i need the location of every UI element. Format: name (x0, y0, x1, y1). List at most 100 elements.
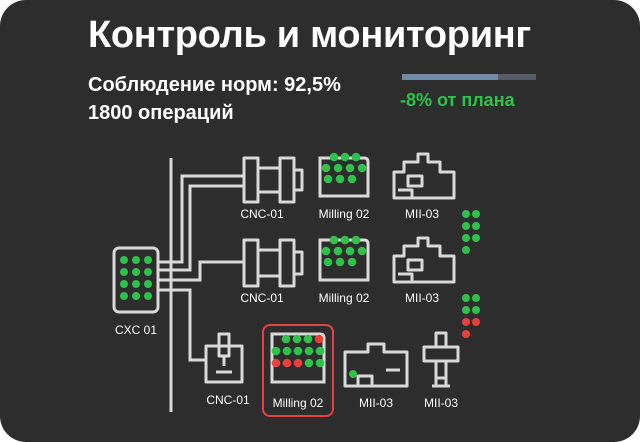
status-dot (120, 280, 128, 288)
machine-milling02-row2[interactable]: Milling 02 (318, 235, 370, 305)
status-dot (315, 358, 325, 368)
status-dot (472, 234, 480, 242)
link-row2 (158, 260, 244, 282)
status-dot (462, 246, 470, 254)
status-dot (321, 163, 331, 173)
status-dot (304, 358, 314, 368)
status-dot (472, 222, 480, 230)
milling-indicators (321, 235, 367, 267)
press-machine-icon (392, 152, 456, 200)
milling-indicators (271, 334, 325, 368)
machine-label: Milling 02 (319, 291, 370, 305)
machine-label: MII-03 (359, 396, 393, 410)
status-dot (333, 163, 343, 173)
status-dot (472, 294, 480, 302)
status-dot (329, 152, 339, 162)
lathe-icon (242, 238, 304, 288)
status-dot (132, 292, 140, 300)
status-dot (271, 346, 281, 356)
status-dot (335, 257, 345, 267)
status-dot (345, 246, 355, 256)
machine-label: CNC-01 (240, 207, 284, 221)
status-dot (472, 210, 480, 218)
status-dot (472, 318, 480, 326)
status-dot (340, 152, 350, 162)
plan-delta: -8% от плана (400, 90, 515, 110)
side-indicators-column2 (462, 294, 480, 338)
machine-label: Milling 02 (319, 207, 370, 221)
status-dot (144, 256, 152, 264)
side-indicators-column1 (462, 210, 480, 254)
status-dot (282, 358, 292, 368)
link-row1 (158, 174, 244, 264)
plan-progress-fill (402, 74, 499, 80)
status-dot (462, 222, 470, 230)
status-dot (132, 280, 140, 288)
status-dot (347, 257, 357, 267)
status-dot (329, 235, 339, 245)
status-dot (351, 235, 361, 245)
status-dot (340, 235, 350, 245)
plan-progress-bar (402, 74, 536, 80)
status-dot (314, 334, 324, 344)
milling-machine-icon (318, 156, 370, 198)
status-dot (120, 256, 128, 264)
status-dot (132, 268, 140, 276)
machine-mii03-row3b[interactable]: MII-03 (422, 331, 460, 410)
machine-label: CNC-01 (240, 291, 284, 305)
status-dot (293, 346, 303, 356)
machine-label: Milling 02 (273, 396, 324, 410)
machine-label: MII-03 (424, 396, 458, 410)
status-dot (333, 246, 343, 256)
machine-mii03-row2[interactable]: MII-03 (392, 236, 456, 305)
status-dot (462, 234, 470, 242)
page-title: Контроль и мониторинг (88, 14, 531, 56)
highlight-frame (262, 324, 334, 417)
machine-milling02-row3[interactable]: Milling 02 (262, 324, 334, 417)
status-dot (132, 256, 140, 264)
status-dot (462, 306, 470, 314)
status-dot (303, 334, 313, 344)
machine-label: MII-03 (405, 207, 439, 221)
machine-mii03-row1[interactable]: MII-03 (392, 152, 456, 221)
hub-cxc01[interactable]: CXC 01 (112, 246, 160, 337)
machine-milling02-row1[interactable]: Milling 02 (318, 152, 370, 221)
machine-mii03-row3a[interactable]: MII-03 (343, 342, 409, 410)
machine-cnc01-row3[interactable]: CNC-01 (204, 332, 250, 407)
milling-machine-icon (270, 332, 326, 384)
link-row1-b (158, 184, 244, 272)
status-dot (462, 294, 470, 302)
operations-count: 1800 операций (88, 102, 234, 124)
compliance-stat: Соблюдение норм: 92,5% (88, 74, 341, 96)
status-dot (462, 330, 470, 338)
drill-press-icon (204, 332, 244, 384)
status-dot (293, 358, 303, 368)
machine-cnc01-row1[interactable]: CNC-01 (240, 156, 304, 221)
status-dot (472, 306, 480, 314)
status-dot (120, 292, 128, 300)
link-row3 (158, 288, 206, 362)
status-dot (304, 346, 314, 356)
machine-label: CNC-01 (206, 393, 250, 407)
status-dot (271, 358, 281, 368)
status-dot (292, 334, 302, 344)
status-dot (281, 334, 291, 344)
lathe-icon (242, 156, 304, 204)
status-dot (335, 174, 345, 184)
status-dot (120, 268, 128, 276)
status-dot (323, 257, 333, 267)
status-dot (357, 246, 367, 256)
status-dot (321, 246, 331, 256)
milling-machine-icon (318, 238, 370, 282)
status-dot (347, 174, 357, 184)
robot-arm-icon (422, 331, 460, 388)
machine-cnc01-row2[interactable]: CNC-01 (240, 238, 304, 305)
status-dot (282, 346, 292, 356)
status-dot (349, 370, 357, 378)
machine-label: MII-03 (405, 291, 439, 305)
status-dot (144, 292, 152, 300)
status-dot (345, 163, 355, 173)
connection-lines (158, 158, 244, 412)
status-dot (351, 152, 361, 162)
